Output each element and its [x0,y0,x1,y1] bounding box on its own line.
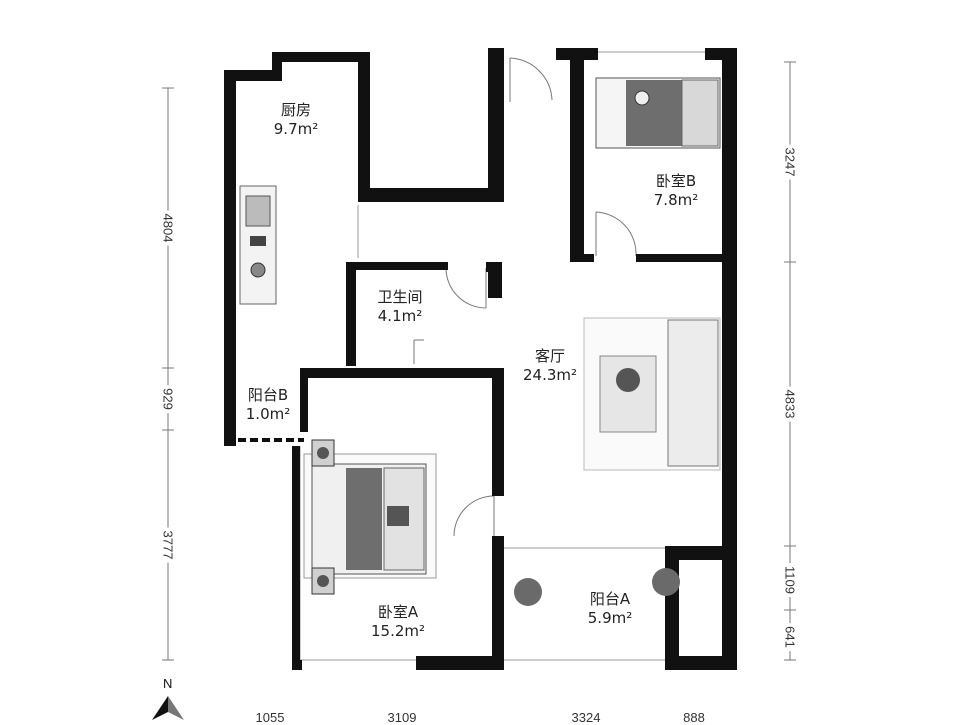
plants [514,568,680,606]
dim-bottom-2: 3109 [387,710,417,725]
dim-right-2: 4833 [782,386,798,422]
dim-left-3: 3777 [160,527,176,563]
dim-right-1: 3247 [782,144,798,180]
room-bathroom-area: 4.1m² [377,307,423,325]
bed-b [595,77,721,149]
room-bedroom-a-area: 15.2m² [370,622,426,640]
room-kitchen-area: 9.7m² [273,120,319,138]
dim-right-3: 1109 [782,563,798,597]
bed-a [303,439,437,595]
room-balcony-a-area: 5.9m² [587,609,633,627]
room-balcony-b-name: 阳台B [247,386,289,404]
room-balcony-a-name: 阳台A [589,590,631,608]
room-kitchen: 厨房 9.7m² [274,101,318,139]
dimension-lines-left [162,87,174,661]
kitchen-counter [239,185,277,305]
dim-left-1: 4804 [160,210,176,246]
compass-arrow [152,696,184,720]
dim-bottom-3: 3324 [571,710,601,725]
sofa-set [583,317,721,471]
room-bathroom: 卫生间 4.1m² [377,288,422,326]
room-bedroom-a: 卧室A 15.2m² [371,603,425,641]
room-kitchen-name: 厨房 [280,101,312,119]
compass-north-label: N [163,676,173,691]
dim-bottom-1: 1055 [255,710,285,725]
room-balcony-a: 阳台A 5.9m² [588,590,632,628]
room-bedroom-b-name: 卧室B [655,172,697,190]
room-balcony-b: 阳台B 1.0m² [246,386,290,424]
room-living: 客厅 24.3m² [523,347,577,385]
balcony-b-corner [224,432,236,446]
walls [224,48,737,670]
room-living-name: 客厅 [534,347,565,365]
dim-bottom-4: 888 [683,710,705,725]
room-bedroom-b-area: 7.8m² [653,191,699,209]
dim-right-4: 641 [782,623,798,651]
room-bathroom-name: 卫生间 [377,288,423,306]
room-bedroom-b: 卧室B 7.8m² [654,172,698,210]
room-living-area: 24.3m² [522,366,578,384]
room-balcony-b-area: 1.0m² [245,405,291,423]
doors [413,57,637,537]
room-bedroom-a-name: 卧室A [377,603,419,621]
dim-left-2: 929 [160,385,176,413]
